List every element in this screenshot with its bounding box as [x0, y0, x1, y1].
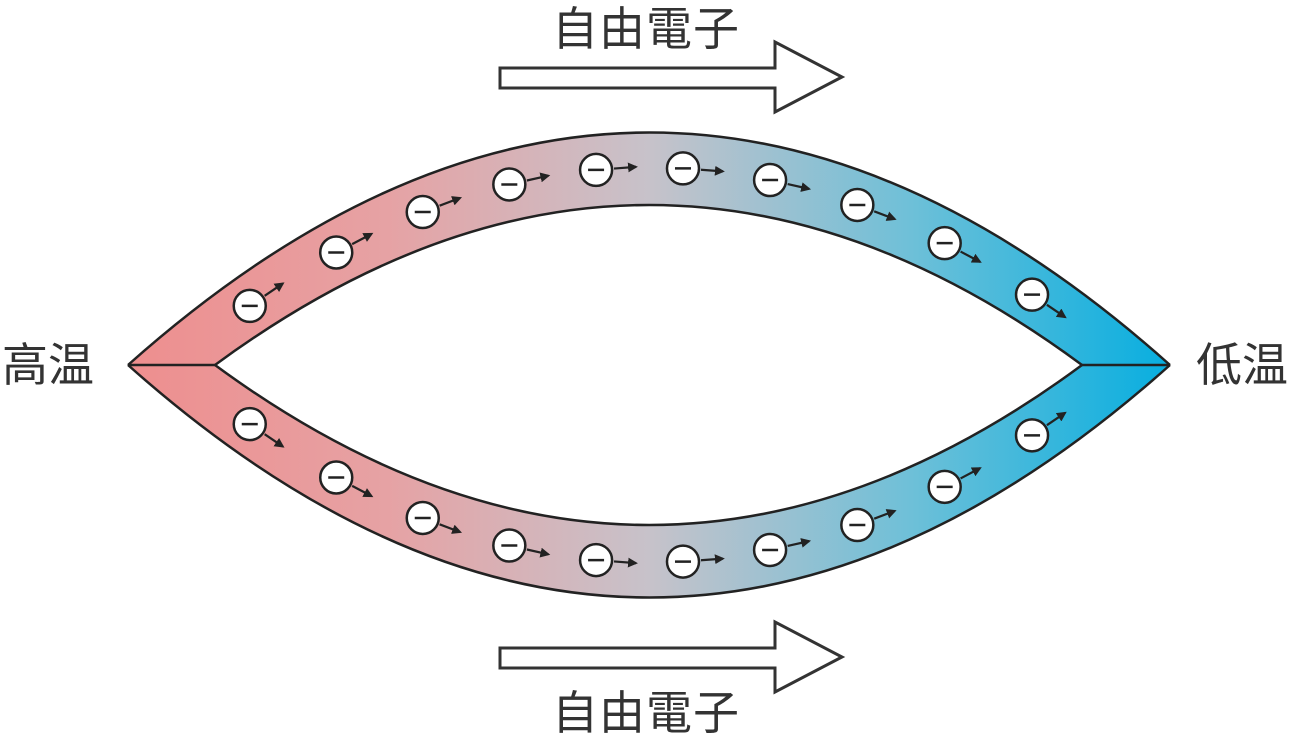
electron-motion-arrow — [613, 557, 638, 568]
upper-electron-1 — [232, 282, 285, 324]
electron-motion-arrow — [787, 182, 812, 192]
lower-electron-8 — [840, 507, 897, 543]
electron-group-upper — [232, 151, 1067, 324]
conductor-lower-half — [128, 365, 1170, 598]
lower-electron-4 — [492, 528, 551, 563]
electron-motion-arrow — [700, 165, 725, 176]
upper-electron-6 — [665, 151, 725, 186]
bottom-flow-label: 自由電子 — [552, 686, 740, 740]
lower-electron-10 — [1014, 411, 1067, 453]
electron-motion-arrow — [439, 196, 463, 207]
upper-electron-7 — [752, 162, 812, 198]
upper-electron-9 — [927, 225, 982, 263]
electron-motion-arrow — [613, 162, 638, 173]
upper-electron-4 — [492, 167, 551, 202]
electron-motion-arrow — [264, 282, 285, 297]
electron-motion-arrow — [1046, 303, 1067, 319]
lower-electron-7 — [752, 532, 812, 568]
upper-electron-10 — [1014, 277, 1067, 319]
low-temperature-label: 低温 — [1196, 338, 1288, 392]
electron-motion-arrow — [960, 250, 982, 263]
electron-motion-arrow — [351, 232, 374, 246]
lower-electron-9 — [927, 467, 982, 505]
conductor-upper-half — [128, 132, 1170, 365]
top-flow-arrow — [498, 39, 846, 115]
electron-group-lower — [232, 406, 1067, 579]
top-flow-label: 自由電子 — [552, 2, 740, 56]
high-temperature-label: 高温 — [2, 338, 94, 392]
electron-motion-arrow — [264, 433, 285, 448]
bottom-flow-arrow — [498, 619, 846, 695]
electron-motion-arrow — [439, 523, 463, 534]
electron-motion-arrow — [526, 547, 551, 558]
upper-electron-8 — [840, 187, 897, 223]
upper-electron-5 — [578, 152, 638, 188]
electron-motion-arrow — [1046, 411, 1067, 427]
electron-motion-arrow — [873, 210, 897, 221]
electron-motion-arrow — [787, 538, 812, 548]
upper-electron-2 — [318, 232, 374, 270]
lower-electron-2 — [318, 460, 374, 498]
lower-electron-5 — [578, 542, 638, 578]
electron-motion-arrow — [526, 172, 551, 183]
conductor-band — [127, 131, 1171, 599]
lower-electron-6 — [665, 544, 725, 579]
lower-electron-3 — [405, 500, 463, 536]
upper-electron-3 — [405, 194, 463, 230]
electron-motion-arrow — [700, 554, 725, 565]
electron-motion-arrow — [351, 484, 374, 498]
electron-motion-arrow — [960, 467, 982, 480]
lower-electron-1 — [232, 406, 285, 448]
electron-motion-arrow — [873, 509, 897, 520]
